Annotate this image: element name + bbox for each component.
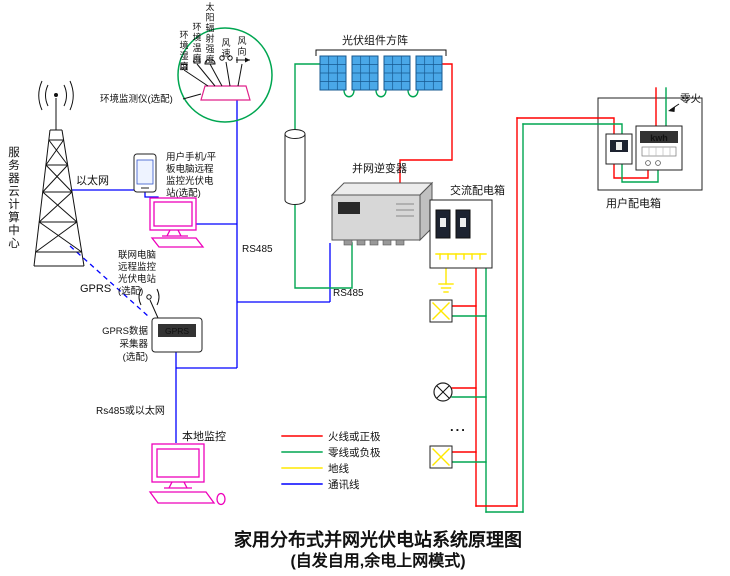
rs485-or-ethernet-label: Rs485或以太网 [96, 404, 165, 417]
antenna-dot-icon [54, 93, 58, 97]
phone-screen [136, 159, 154, 185]
pv-panel [383, 55, 411, 91]
sensor-label: 太阳辐射强度 [205, 1, 214, 65]
legend-label-ground: 地线 [328, 462, 349, 475]
user-distribution-box: kwh [597, 87, 703, 191]
inverter-label: 并网逆变器 [352, 161, 407, 175]
pv-array [315, 49, 447, 91]
local-monitor-label: 本地监控 [182, 429, 226, 443]
pv-array-label: 光伏组件方阵 [342, 33, 408, 47]
rs485-label-top: RS485 [242, 244, 273, 255]
comm-wires [69, 100, 331, 443]
gprs-display [158, 324, 196, 337]
legend-label-comm: 通讯线 [328, 478, 360, 491]
ground-busbar [435, 253, 487, 260]
pyranometer-icon [204, 58, 216, 65]
sensor-labels: 环境湿度 环境温度 太阳辐射强度 风速 风向 [179, 1, 246, 72]
inverter-terminals [343, 239, 405, 246]
neutral-live-label: 零火 [680, 93, 701, 105]
more-loads-ellipsis: ... [450, 419, 467, 434]
rs485-label-bottom: RS485 [333, 288, 364, 299]
dc-wires [294, 63, 453, 289]
ac-wires [419, 117, 599, 513]
sensor-label: 环境湿度 [179, 30, 188, 72]
ac-box-label: 交流配电箱 [450, 183, 505, 197]
pc-note: 联网电脑 远程监控 光伏电站 (选配) [118, 249, 157, 297]
transmission-tower [33, 80, 85, 267]
grid-inverter [330, 181, 434, 246]
legend-label-neutral: 零线或负极 [328, 446, 381, 459]
gprs-device-label: GPRS [165, 326, 189, 336]
pc-note-line: 远程监控 [118, 261, 157, 273]
neutral-live-arrow-icon [668, 103, 680, 112]
pv-panel [319, 55, 347, 91]
user-box-label: 用户配电箱 [606, 196, 661, 210]
ethernet-label: 以太网 [76, 174, 109, 187]
phone-note-line: 站(选配) [166, 187, 201, 199]
pc-note-line: 光伏电站 [118, 273, 157, 285]
pc-note-line: (选配) [118, 285, 143, 297]
main-breaker [605, 133, 633, 165]
sensor-label: 风向 [237, 36, 246, 57]
ground-wires [438, 267, 454, 293]
gprs-collector: GPRS [138, 288, 203, 353]
gprs-note-line: (选配) [123, 351, 148, 363]
phone-note-line: 监控光伏电 [166, 175, 214, 187]
gprs-link-label: GPRS [80, 283, 111, 295]
page-title-line2: (自发自用,余电上网模式) [290, 551, 465, 570]
legend-label-live: 火线或正极 [328, 430, 381, 443]
kwh-meter-label: kwh [650, 133, 668, 143]
environment-monitor [177, 27, 273, 123]
phone-note-line: 板电脑远程 [166, 163, 214, 175]
radio-waves-icon [38, 80, 74, 111]
humidity-sensor-icon [180, 63, 188, 70]
phone-device [133, 153, 157, 193]
circuit-breaker [455, 209, 471, 239]
local-computer [148, 443, 226, 506]
page-title-line1: 家用分布式并网光伏电站系统原理图 [234, 529, 522, 550]
sensor-label: 环境温度 [192, 22, 201, 64]
temperature-sensor-icon [193, 57, 201, 64]
gprs-note-line: GPRS数据 [102, 325, 148, 337]
remote-computer [149, 197, 205, 248]
socket-load [429, 299, 453, 323]
ac-distribution-box [429, 199, 493, 269]
pv-panel [351, 55, 379, 91]
circuit-breaker [435, 209, 451, 239]
anemometer-icon [219, 55, 233, 61]
kwh-meter: kwh [635, 125, 683, 171]
phone-note-line: 用户手机/平 [166, 151, 217, 163]
pv-panel [415, 55, 443, 91]
sensor-label: 风速 [221, 38, 230, 59]
phone-note: 用户手机/平 板电脑远程 监控光伏电 站(选配) [166, 151, 217, 199]
gprs-note: GPRS数据 采集器 (选配) [102, 325, 148, 363]
dc-protector-cylinder [284, 129, 306, 205]
legend: 火线或正极 零线或负极 地线 通讯线 [281, 430, 381, 491]
wind-vane-icon [236, 57, 250, 63]
pc-note-line: 联网电脑 [118, 249, 156, 261]
env-monitor-label: 环境监测仪(选配) [100, 93, 173, 105]
socket-load [429, 445, 453, 469]
server-center-label: 服务器云计算中心 [8, 146, 20, 250]
lamp-load [433, 382, 453, 402]
gprs-note-line: 采集器 [119, 338, 148, 350]
sensor-stems [183, 61, 243, 87]
env-device [200, 85, 251, 101]
inverter-display [338, 202, 360, 214]
